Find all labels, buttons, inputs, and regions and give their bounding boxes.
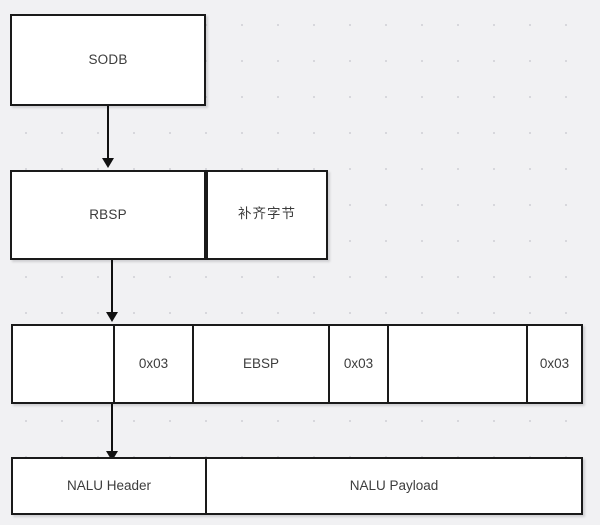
ebsp-cell[interactable]: EBSP xyxy=(194,326,330,402)
emulation-prevention-byte-2-cell[interactable]: 0x03 xyxy=(330,326,389,402)
ebsp-row: 0x03 EBSP 0x03 0x03 xyxy=(11,324,583,404)
nalu-row: NALU Header NALU Payload xyxy=(11,457,583,515)
arrow-head xyxy=(106,312,118,322)
arrow-head xyxy=(102,158,114,168)
emulation-prevention-byte-2-label: 0x03 xyxy=(343,356,374,372)
rbsp-box[interactable]: RBSP xyxy=(10,170,206,260)
ebsp-segment-1-cell[interactable] xyxy=(13,326,115,402)
sodb-box[interactable]: SODB xyxy=(10,14,206,106)
sodb-label: SODB xyxy=(88,52,128,68)
nalu-header-cell[interactable]: NALU Header xyxy=(13,459,207,513)
ebsp-segment-2-cell[interactable] xyxy=(389,326,528,402)
arrow-shaft xyxy=(111,404,113,454)
padding-bytes-label: 补齐字节 xyxy=(238,206,296,223)
nalu-payload-cell[interactable]: NALU Payload xyxy=(207,459,581,513)
nalu-payload-label: NALU Payload xyxy=(349,478,439,494)
ebsp-label: EBSP xyxy=(242,356,280,372)
emulation-prevention-byte-1-cell[interactable]: 0x03 xyxy=(115,326,194,402)
padding-bytes-box[interactable]: 补齐字节 xyxy=(206,170,328,260)
emulation-prevention-byte-1-label: 0x03 xyxy=(138,356,169,372)
rbsp-label: RBSP xyxy=(89,207,127,223)
arrow-head xyxy=(106,451,118,461)
emulation-prevention-byte-3-label: 0x03 xyxy=(539,356,570,372)
arrow-shaft xyxy=(111,260,113,314)
emulation-prevention-byte-3-cell[interactable]: 0x03 xyxy=(528,326,581,402)
arrow-shaft xyxy=(107,106,109,160)
nalu-header-label: NALU Header xyxy=(66,478,152,494)
